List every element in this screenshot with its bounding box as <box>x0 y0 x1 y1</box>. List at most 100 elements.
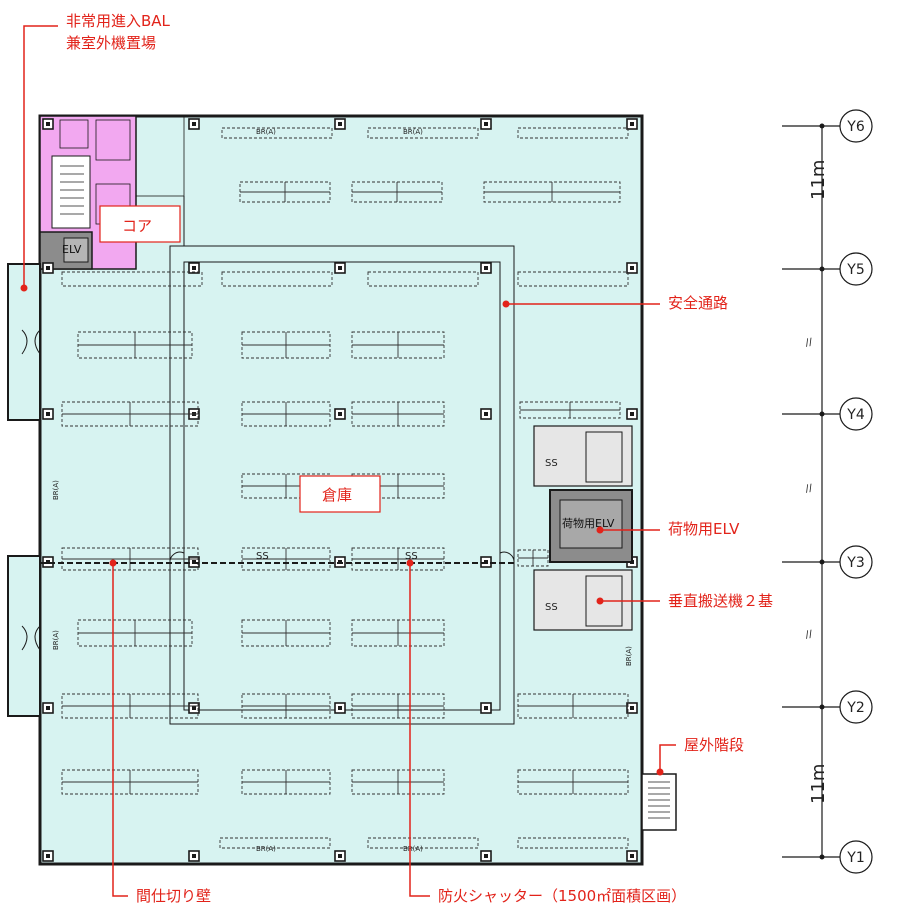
freight-elv-car <box>559 499 623 549</box>
column-core <box>338 122 342 126</box>
outdoor-stairs <box>641 773 677 831</box>
callout-line-partition <box>112 563 128 897</box>
callout-dot-partition <box>109 559 117 567</box>
warehouse-label-box <box>299 475 381 513</box>
rack <box>517 127 629 139</box>
grid-axis-bubble <box>839 840 873 874</box>
callout-line-shutter <box>409 563 430 897</box>
br-label-right-2: BR(A) <box>625 646 633 666</box>
column-core <box>338 266 342 270</box>
equal-mark-1: // <box>805 337 814 349</box>
br-label-top-2: BR(A) <box>403 128 423 136</box>
column-core <box>46 854 50 858</box>
callout-partition-wall: 間仕切り壁 <box>136 887 211 905</box>
column-core <box>338 854 342 858</box>
column-core <box>484 854 488 858</box>
br-label-left-2: BR(A) <box>52 630 60 650</box>
rack <box>221 271 333 287</box>
grid-axis-label: Y1 <box>846 850 864 866</box>
column-core <box>192 266 196 270</box>
callout-outdoor-stairs: 屋外階段 <box>684 736 744 754</box>
warehouse-label: 倉庫 <box>322 486 352 504</box>
column-core <box>338 412 342 416</box>
callout-dot-bal <box>20 284 28 292</box>
column-core <box>484 412 488 416</box>
grid-axis-label: Y2 <box>846 700 864 716</box>
column-core <box>630 854 634 858</box>
core-stair-treads <box>60 165 84 215</box>
callout-dot-elv <box>596 526 604 534</box>
safe-path-outer <box>169 196 515 725</box>
callout-dot-shutter <box>406 559 414 567</box>
grid-axis-bubble <box>839 545 873 579</box>
elv-label: ELV <box>62 243 82 256</box>
core-toilet-2 <box>95 119 131 161</box>
grid-axis-bubble <box>839 690 873 724</box>
br-label-left-1: BR(A) <box>52 480 60 500</box>
ss-label-1: SS <box>256 551 269 562</box>
rack <box>221 127 333 139</box>
callout-safe-path: 安全通路 <box>668 294 728 312</box>
column-core <box>46 706 50 710</box>
core-label-box <box>99 205 181 243</box>
column-core <box>484 122 488 126</box>
grid-axis-bubble <box>839 252 873 286</box>
column-core <box>338 706 342 710</box>
column-core <box>192 854 196 858</box>
column-core <box>46 122 50 126</box>
shutter-door-right <box>499 551 515 564</box>
equal-mark-2: // <box>805 483 814 495</box>
callout-dot-safe <box>502 300 510 308</box>
grid-axis-label: Y4 <box>846 407 865 423</box>
callout-freight-elv: 荷物用ELV <box>668 520 740 538</box>
balcony-door-lower <box>21 625 41 651</box>
callout-vertical-conveyor: 垂直搬送機２基 <box>668 592 773 610</box>
br-label-top-1: BR(A) <box>256 128 276 136</box>
column-core <box>484 706 488 710</box>
grid-axis-bubble <box>839 397 873 431</box>
vertical-conveyor-upper <box>533 425 633 487</box>
dimension-bottom: 11m <box>808 764 829 804</box>
ss-label-2: SS <box>405 551 418 562</box>
core-shaft <box>135 115 185 197</box>
balcony-door-upper <box>21 329 41 355</box>
column-core <box>46 266 50 270</box>
core-toilet-1 <box>59 119 89 149</box>
grid-axis-label: Y3 <box>846 555 864 571</box>
br-label-bottom-2: BR(A) <box>403 845 423 853</box>
equal-mark-3: // <box>805 629 814 641</box>
rack <box>367 127 479 139</box>
callout-fire-shutter: 防火シャッター（1500㎡面積区画） <box>438 887 686 905</box>
column-core <box>484 266 488 270</box>
column-core <box>46 560 50 564</box>
callout-line-bal <box>23 25 58 288</box>
column-core <box>630 266 634 270</box>
grid-axis-bubble <box>839 109 873 143</box>
grid-axis-label: Y6 <box>846 119 865 135</box>
ss-label-upper: SS <box>545 458 558 469</box>
core-stair <box>51 155 91 229</box>
column-core <box>630 706 634 710</box>
vertical-conveyor-lower <box>533 569 633 631</box>
grid-axis-label: Y5 <box>846 262 864 278</box>
column-core <box>46 412 50 416</box>
callout-bal-line1: 非常用進入BAL <box>66 12 171 30</box>
br-label-bottom-1: BR(A) <box>256 845 276 853</box>
rack <box>517 837 629 849</box>
rack <box>219 837 331 849</box>
callout-bal-line2: 兼室外機置場 <box>66 34 156 52</box>
core-elv-car <box>63 237 89 263</box>
core-label: コア <box>122 217 152 235</box>
column-core <box>630 122 634 126</box>
callout-dot-conveyor <box>596 597 604 605</box>
column-core <box>192 706 196 710</box>
vertical-conveyor-upper-cage <box>585 431 623 483</box>
shutter-door-left <box>169 551 185 564</box>
callout-line-stairs <box>659 744 676 772</box>
rack <box>367 271 479 287</box>
rack <box>517 271 629 287</box>
column-core <box>192 122 196 126</box>
rack <box>367 837 479 849</box>
